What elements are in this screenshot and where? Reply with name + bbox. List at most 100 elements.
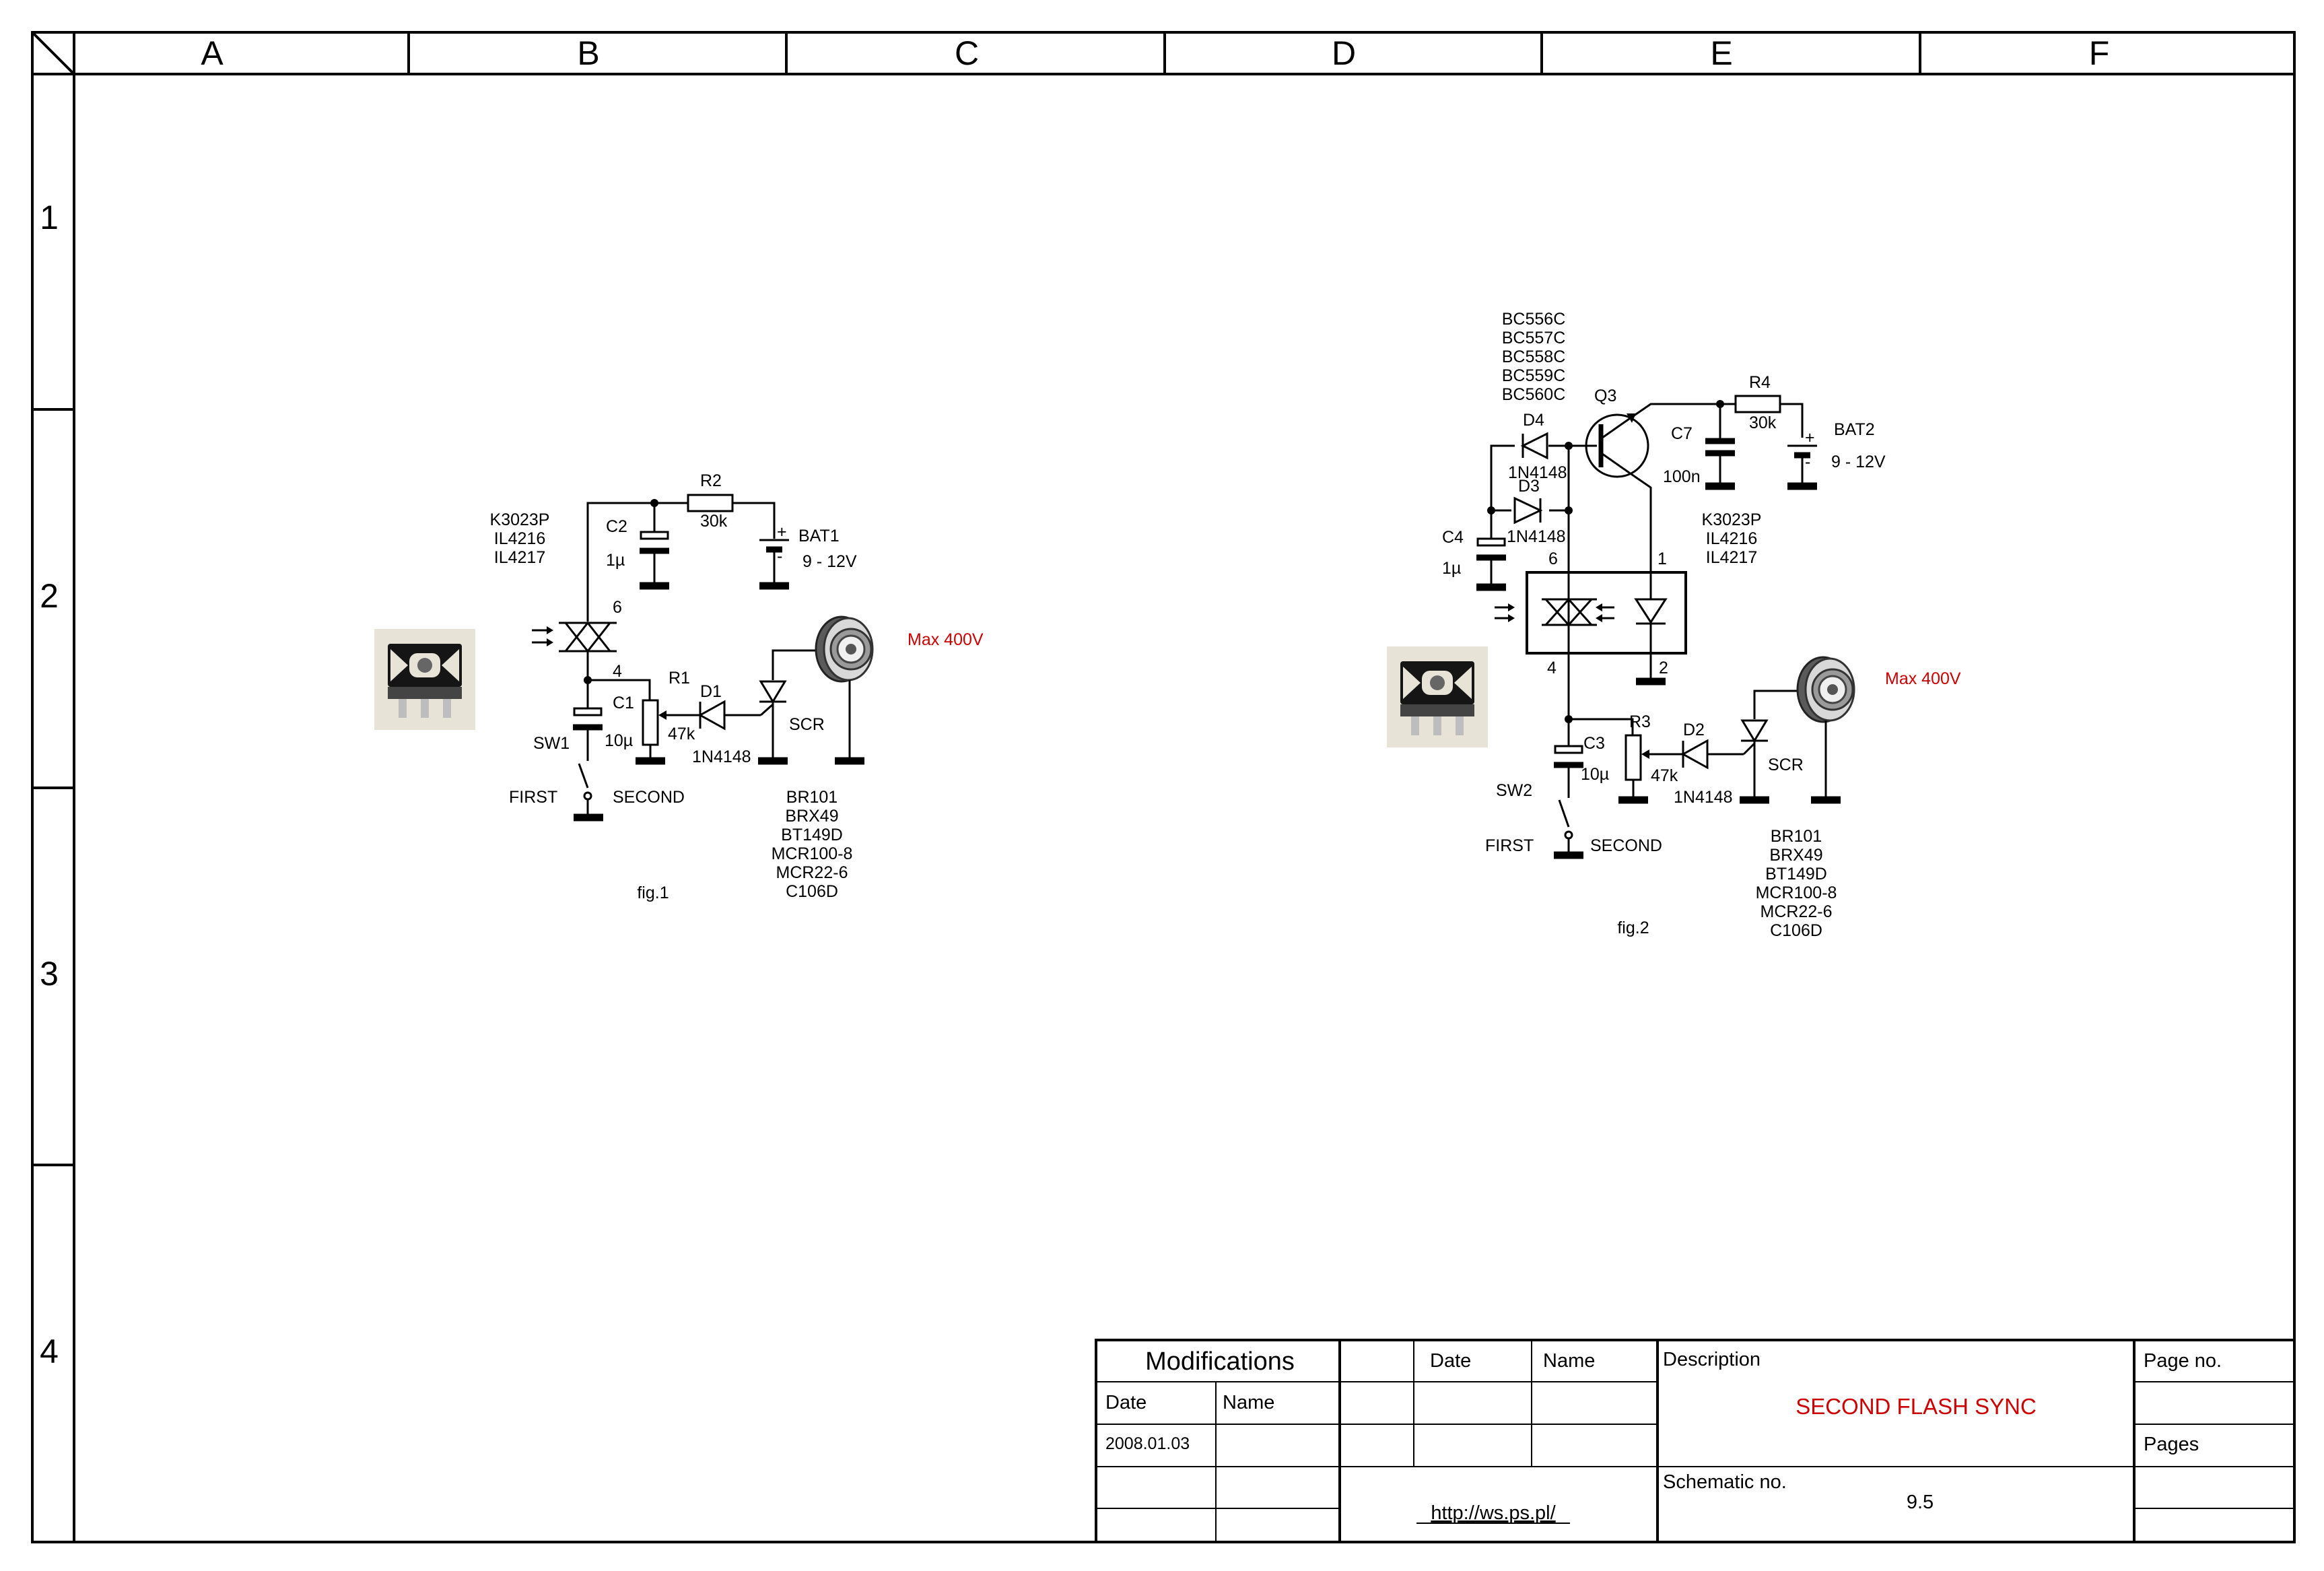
date-column-header: Date: [1430, 1350, 1471, 1372]
scr-part: BT149D: [781, 826, 843, 844]
optocoupler-triac: [1542, 572, 1597, 653]
diode-d2: [1680, 739, 1744, 770]
bat2-value: 9 - 12V: [1831, 453, 1886, 471]
sw1-first: FIRST: [509, 788, 557, 807]
bat2-name: BAT2: [1834, 420, 1875, 439]
switch-sw1: [578, 763, 589, 789]
c7-value: 100n: [1663, 467, 1701, 486]
capacitor-c3: [1554, 745, 1583, 754]
optocoupler-part: K3023P: [1702, 510, 1762, 529]
capacitor-c1: [573, 707, 603, 716]
schematic-number: 9.5: [1907, 1492, 1934, 1513]
diode-d3: [1511, 496, 1549, 525]
resistor-r4: [1734, 395, 1781, 413]
scr-part: C106D: [1770, 921, 1822, 940]
scr-part: C106D: [786, 882, 838, 901]
scr-part: BR101: [1771, 827, 1822, 846]
pin-6-label: 6: [613, 598, 622, 617]
d4-name: D4: [1523, 411, 1544, 430]
drawing-frame: [31, 31, 2296, 1543]
c2-value: 1µ: [606, 551, 625, 570]
sw1-name: SW1: [533, 734, 570, 753]
website-link[interactable]: http://ws.ps.pl/: [1431, 1502, 1556, 1524]
c4-value: 1µ: [1442, 559, 1461, 578]
scr-part: BRX49: [1769, 846, 1822, 865]
thyristor-scr: [1740, 690, 1804, 804]
row-label: 4: [40, 1333, 59, 1370]
transistor-part: BC559C: [1502, 366, 1566, 385]
pages-label: Pages: [2144, 1434, 2199, 1455]
optocoupler-part: IL4216: [1706, 529, 1757, 548]
name-column-header: Name: [1223, 1392, 1274, 1413]
optocoupler-triac: [559, 621, 617, 680]
scr-label: SCR: [789, 715, 825, 734]
scr-part: BRX49: [785, 807, 838, 826]
sw2-second: SECOND: [1590, 836, 1662, 855]
c1-value: 10µ: [605, 731, 633, 750]
c2-name: C2: [606, 517, 627, 536]
bat1-plus: +: [777, 523, 787, 541]
column-labels: A B C D E F: [201, 34, 2109, 72]
description-label: Description: [1663, 1349, 1761, 1370]
d1-name: D1: [700, 682, 722, 701]
optocoupler-part: K3023P: [490, 510, 550, 529]
r4-name: R4: [1749, 373, 1771, 392]
bat2-minus: -: [1805, 453, 1810, 471]
column-label: A: [201, 34, 224, 72]
potentiometer-r1: [642, 699, 659, 746]
bat1-value: 9 - 12V: [802, 552, 857, 571]
name-column-header: Name: [1543, 1350, 1595, 1372]
diode-d1: [697, 700, 761, 731]
scr-part: BR101: [786, 788, 838, 807]
sw2-first: FIRST: [1485, 836, 1534, 855]
pin-2-label: 2: [1659, 659, 1668, 677]
light-arrows-icon: [532, 626, 553, 646]
column-label: D: [1332, 34, 1356, 72]
thyristor-scr: [758, 649, 821, 765]
pin-1-label: 1: [1657, 549, 1667, 568]
d1-value: 1N4148: [692, 747, 751, 766]
diode-d4: [1515, 432, 1548, 460]
optocoupler-photo: [374, 629, 475, 730]
switch-sw2: [1558, 799, 1570, 828]
c7-name: C7: [1671, 424, 1693, 443]
row-label: 3: [40, 955, 59, 993]
modification-date: 2008.01.03: [1105, 1434, 1190, 1453]
q3-label: Q3: [1594, 387, 1616, 405]
figure-1-circuit: K3023P IL4216 IL4217 C2 1µ R2 30k + - BA…: [374, 471, 984, 902]
flash-connector: [1796, 656, 1855, 723]
figure-caption: fig.2: [1617, 918, 1649, 937]
bat1-minus: -: [777, 547, 782, 566]
figure-2-circuit: BC556C BC557C BC558C BC559C BC560C D4 1N…: [1387, 310, 1961, 940]
r3-name: R3: [1629, 712, 1651, 731]
scr-label: SCR: [1768, 756, 1804, 774]
optocoupler-package: [1526, 571, 1687, 655]
column-label: C: [955, 34, 979, 72]
bat2-plus: +: [1805, 428, 1815, 447]
wire: [586, 502, 776, 622]
bat1-name: BAT1: [798, 527, 840, 545]
c1-name: C1: [613, 694, 634, 712]
pin-6-label: 6: [1548, 549, 1558, 568]
c3-value: 10µ: [1581, 765, 1609, 784]
transistor-q3: [1585, 403, 1720, 579]
capacitor-c2: [640, 531, 669, 540]
r2-name: R2: [700, 471, 722, 490]
row-labels: 1 2 3 4: [40, 199, 59, 1370]
date-column-header: Date: [1105, 1392, 1147, 1413]
scr-part: MCR100-8: [1756, 883, 1837, 902]
d3-value: 1N4148: [1507, 527, 1566, 546]
optocoupler-part: IL4216: [494, 529, 545, 548]
capacitor-c4: [1476, 537, 1506, 547]
column-label: F: [2089, 34, 2110, 72]
page-number-label: Page no.: [2144, 1350, 2222, 1372]
r4-value: 30k: [1749, 413, 1777, 432]
r1-name: R1: [669, 669, 690, 688]
pin-4-label: 4: [613, 662, 622, 681]
row-label: 2: [40, 577, 59, 615]
potentiometer-r3: [1625, 734, 1642, 781]
transistor-part: BC560C: [1502, 385, 1566, 404]
light-arrows-icon: [1495, 603, 1614, 622]
max-voltage-label: Max 400V: [1885, 669, 1961, 688]
